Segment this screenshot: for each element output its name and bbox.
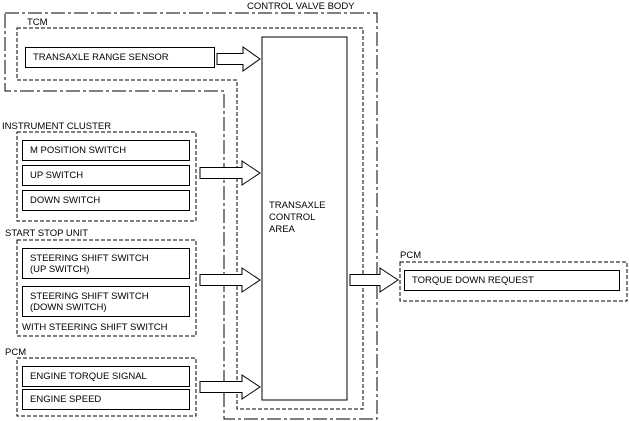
- steering-shift-down-box: STEERING SHIFT SWITCH (DOWN SWITCH): [22, 286, 190, 317]
- engine-torque-signal-box: ENGINE TORQUE SIGNAL: [22, 366, 190, 387]
- torque-down-request-text: TORQUE DOWN REQUEST: [412, 275, 534, 286]
- start-stop-unit-label: START STOP UNIT: [5, 228, 89, 239]
- pcm-output-boundary: [399, 261, 628, 302]
- up-switch-text: UP SWITCH: [30, 170, 84, 181]
- engine-speed-box: ENGINE SPEED: [22, 389, 190, 410]
- m-position-switch-text: M POSITION SWITCH: [30, 145, 127, 156]
- instrument-cluster-label: INSTRUMENT CLUSTER: [2, 121, 112, 132]
- arrow-torque-down: [349, 267, 399, 293]
- steering-shift-down-line1: STEERING SHIFT SWITCH: [30, 290, 149, 302]
- pcm-input-label: PCM: [5, 347, 27, 358]
- arrow-instrument-cluster: [199, 160, 261, 186]
- tcm-label: TCM: [27, 17, 48, 28]
- steering-shift-up-line2: (UP SWITCH): [30, 263, 90, 275]
- steering-shift-up-box: STEERING SHIFT SWITCH (UP SWITCH): [22, 248, 190, 279]
- engine-speed-text: ENGINE SPEED: [30, 394, 102, 405]
- down-switch-box: DOWN SWITCH: [22, 190, 190, 211]
- control-valve-body-boundary: [4, 12, 378, 420]
- steering-shift-up-line1: STEERING SHIFT SWITCH: [30, 252, 149, 264]
- arrow-start-stop-unit: [199, 267, 261, 293]
- control-valve-body-label: CONTROL VALVE BODY: [247, 1, 355, 12]
- pcm-output-label: PCM: [400, 250, 422, 261]
- arrow-range-sensor: [216, 46, 261, 72]
- transaxle-control-area-label: TRANSAXLE CONTROL AREA: [269, 200, 326, 236]
- center-line2: CONTROL: [269, 212, 316, 223]
- pcm-input-boundary: [16, 357, 197, 417]
- up-switch-box: UP SWITCH: [22, 165, 190, 186]
- transaxle-range-sensor-box: TRANSAXLE RANGE SENSOR: [25, 47, 215, 68]
- instrument-cluster-boundary: [16, 131, 197, 222]
- steering-shift-down-line2: (DOWN SWITCH): [30, 301, 107, 313]
- arrow-pcm-input: [199, 374, 261, 400]
- tcm-boundary: [16, 27, 364, 410]
- with-steering-shift-switch-note: WITH STEERING SHIFT SWITCH: [22, 322, 168, 333]
- torque-down-request-box: TORQUE DOWN REQUEST: [404, 270, 620, 291]
- m-position-switch-box: M POSITION SWITCH: [22, 140, 190, 161]
- start-stop-unit-boundary: [16, 239, 197, 337]
- transaxle-range-sensor-text: TRANSAXLE RANGE SENSOR: [33, 52, 169, 63]
- transaxle-control-area-box: [261, 36, 348, 401]
- center-line1: TRANSAXLE: [269, 200, 326, 211]
- engine-torque-signal-text: ENGINE TORQUE SIGNAL: [30, 371, 147, 382]
- down-switch-text: DOWN SWITCH: [30, 195, 101, 206]
- center-line3: AREA: [269, 224, 295, 235]
